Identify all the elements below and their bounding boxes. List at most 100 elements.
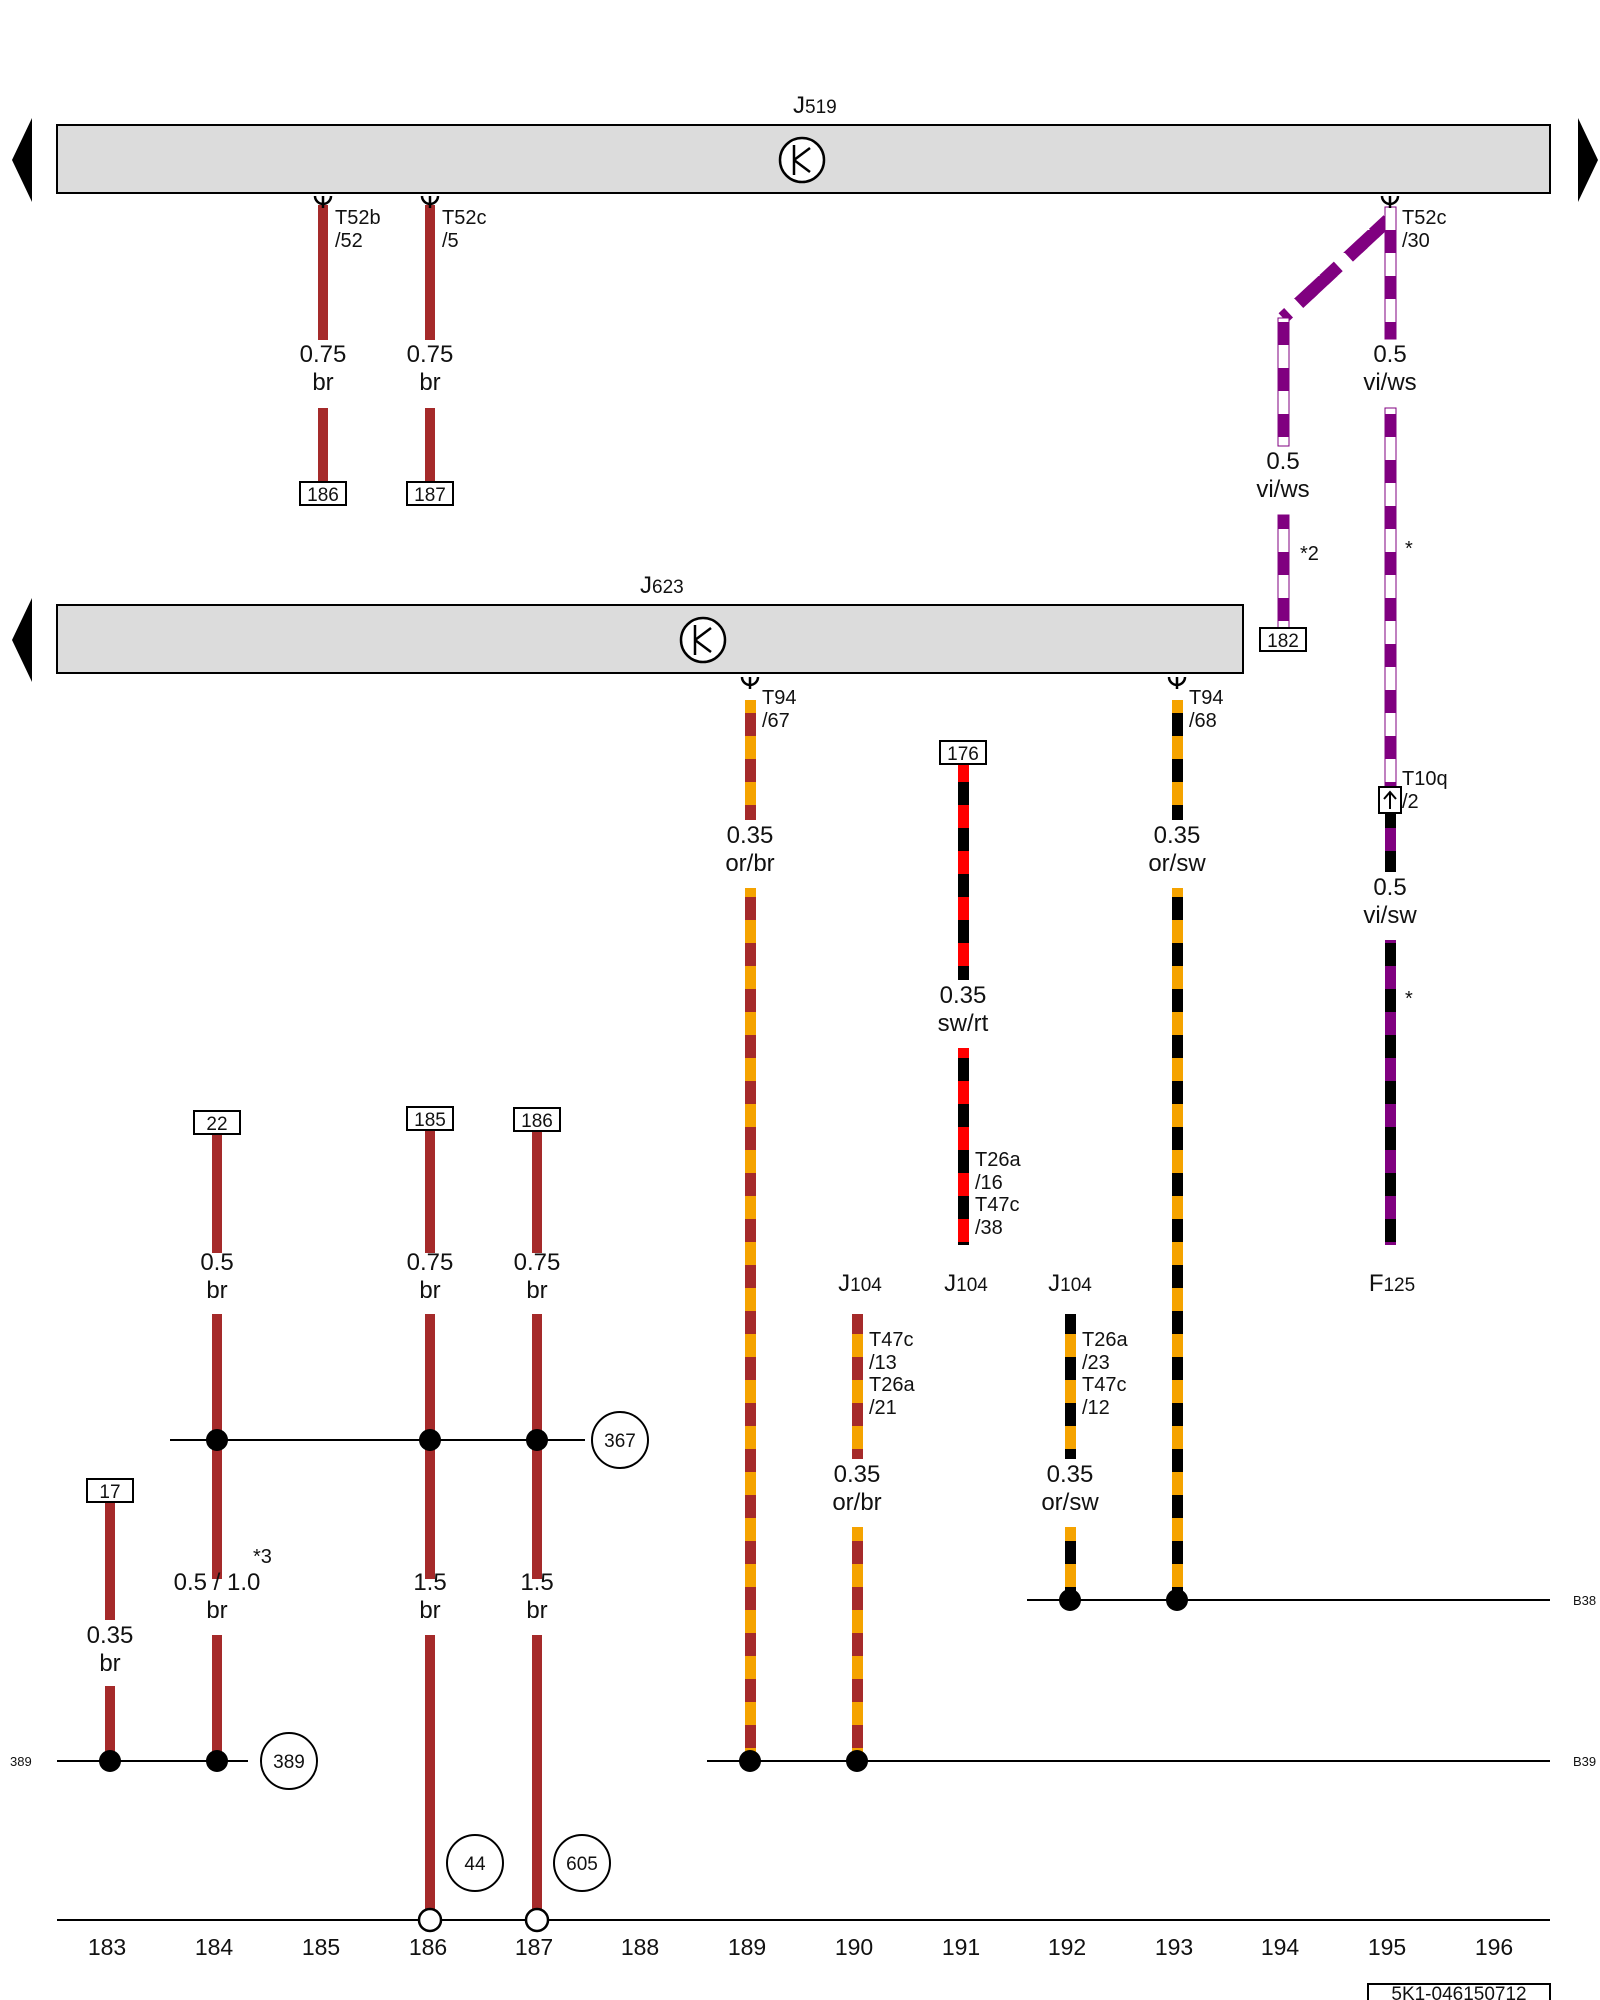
svg-text:22: 22 <box>206 1114 227 1135</box>
wire-size: 0.35 <box>1154 822 1201 849</box>
wire-size: 0.5 <box>1266 448 1299 475</box>
pin-label: /30 <box>1402 230 1430 252</box>
track-number: 184 <box>195 1934 234 1960</box>
bus-labels: B38 B39 389 <box>10 1593 1596 1769</box>
svg-text:389: 389 <box>273 1752 305 1773</box>
component-labels: J104 J104 J104 F125 <box>838 1270 1415 1297</box>
track-number: 192 <box>1048 1934 1086 1960</box>
junction-dot <box>1166 1589 1188 1611</box>
ref-box: 186 <box>299 481 347 506</box>
wire-color: br <box>526 1597 547 1624</box>
footnote: * <box>1405 988 1413 1010</box>
ref-box: 176 <box>939 740 987 765</box>
junction-dots <box>99 1429 1188 1772</box>
wire-color: br <box>419 1277 440 1304</box>
connector-pin-icon <box>1167 676 1187 689</box>
document-code-text: 5K1-046150712 <box>1391 1984 1526 2000</box>
wire-color: br <box>206 1597 227 1624</box>
connector-pin-icon <box>420 195 440 208</box>
ref-box: 22 <box>193 1110 241 1135</box>
svg-text:J104: J104 <box>838 1270 882 1297</box>
ground-point <box>524 1907 550 1933</box>
wire-color: br <box>206 1277 227 1304</box>
unit-prefix: J <box>793 92 805 119</box>
footnote: *3 <box>253 1546 272 1568</box>
track-number: 194 <box>1261 1934 1300 1960</box>
pin-label: T94 <box>1189 687 1223 709</box>
connector-pin-icon <box>1380 195 1400 208</box>
svg-text:186: 186 <box>521 1111 553 1132</box>
track-number: 193 <box>1155 1934 1193 1960</box>
wire-size: 0.35 <box>727 822 774 849</box>
track-number: 191 <box>942 1934 980 1960</box>
wire-size: 0.75 <box>300 341 347 368</box>
pin-label: T52c <box>442 207 486 229</box>
svg-text:44: 44 <box>464 1854 486 1875</box>
bus-label: B38 <box>1573 1593 1596 1608</box>
pin-label: /5 <box>442 230 459 252</box>
pin-label: T94 <box>762 687 796 709</box>
wire-color: br <box>419 1597 440 1624</box>
ref-box: 182 <box>1259 627 1307 652</box>
wire-color: vi/ws <box>1363 369 1416 396</box>
track-number: 186 <box>409 1934 447 1960</box>
left-arrow-icon <box>12 598 32 682</box>
track-axis: 183 184 185 186 187 188 189 190 191 192 … <box>88 1934 1513 1960</box>
track-number: 187 <box>515 1934 553 1960</box>
footnote: * <box>1405 538 1413 560</box>
svg-text:17: 17 <box>99 1482 120 1503</box>
pin-label: /2 <box>1402 791 1419 813</box>
pin-label: /68 <box>1189 710 1217 732</box>
junction-dot <box>99 1750 121 1772</box>
wire-color: br <box>419 369 440 396</box>
wire-color: br <box>99 1650 120 1677</box>
pin-label: T52b <box>335 207 381 229</box>
pin-label: /12 <box>1082 1397 1110 1419</box>
junction-dot <box>526 1429 548 1451</box>
svg-text:182: 182 <box>1267 631 1299 652</box>
component-number: 125 <box>1383 1275 1415 1296</box>
component-number: 104 <box>850 1275 882 1296</box>
bus-lines <box>57 1439 1550 1921</box>
pin-label: /23 <box>1082 1352 1110 1374</box>
ref-box: 17 <box>86 1478 134 1503</box>
wire-size: 0.5 <box>200 1249 233 1276</box>
wire-size: 0.35 <box>940 982 987 1009</box>
svg-text:176: 176 <box>947 744 979 765</box>
wire-color: br <box>526 1277 547 1304</box>
connector-pin-icon <box>740 676 760 689</box>
ground-point <box>417 1907 443 1933</box>
pin-label: T47c <box>869 1329 913 1351</box>
unit-number: 519 <box>805 97 837 118</box>
ref-box: 187 <box>406 481 454 506</box>
pin-label: /38 <box>975 1217 1003 1239</box>
junction-dot <box>206 1750 228 1772</box>
left-arrow-icon <box>12 118 32 202</box>
wire-size: 1.5 <box>413 1569 446 1596</box>
svg-text:185: 185 <box>414 1110 446 1131</box>
wire-color: or/br <box>725 850 774 877</box>
pin-label: T26a <box>975 1149 1021 1171</box>
pin-label: /21 <box>869 1397 897 1419</box>
circle-ref: 605 <box>553 1834 611 1892</box>
wire-size: 0.35 <box>834 1461 881 1488</box>
pin-label: T26a <box>869 1374 915 1396</box>
circle-ref: 367 <box>591 1411 649 1469</box>
component-prefix: J <box>1048 1270 1060 1297</box>
document-code: 5K1-046150712 <box>1367 1983 1551 2000</box>
wire-color: or/sw <box>1041 1489 1099 1516</box>
wire-size: 0.5 <box>1373 874 1406 901</box>
track-number: 183 <box>88 1934 126 1960</box>
control-unit-j623: J623 <box>56 572 1244 674</box>
connector-up-icon <box>1378 786 1402 814</box>
svg-text:186: 186 <box>307 485 339 506</box>
pin-label: T47c <box>1082 1374 1126 1396</box>
junction-dot <box>419 1429 441 1451</box>
circle-ref: 389 <box>260 1732 318 1790</box>
component-number: 104 <box>956 1275 988 1296</box>
track-number: 185 <box>302 1934 340 1960</box>
component-number: 104 <box>1060 1275 1092 1296</box>
wire-size: 0.35 <box>87 1622 134 1649</box>
junction-dot <box>1059 1589 1081 1611</box>
pin-label: /52 <box>335 230 363 252</box>
